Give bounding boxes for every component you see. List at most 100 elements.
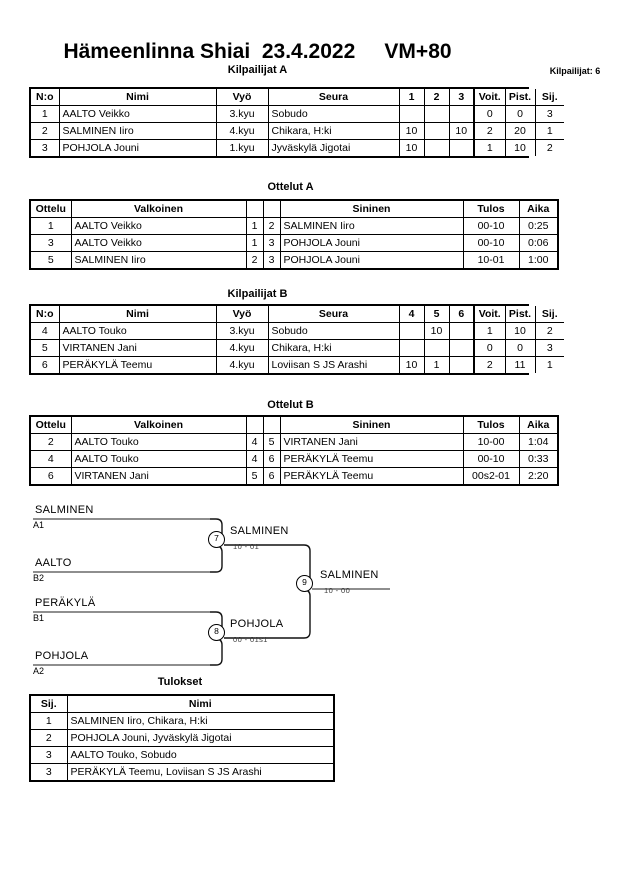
bracket-node-8-score: 00 - 01s1 <box>233 635 268 644</box>
col-vyo: Vyö <box>215 89 269 106</box>
bracket-entry-seed: B1 <box>33 613 45 623</box>
table-row: 3 PERÄKYLÄ Teemu, Loviisan S JS Arashi <box>31 763 333 780</box>
cell-ottelu: 1 <box>31 217 72 235</box>
cell-voit: 2 <box>473 356 506 373</box>
cell-tulos: 00s2-01 <box>462 467 520 484</box>
cell-nimi: SALMINEN Iiro, Chikara, H:ki <box>66 712 333 730</box>
cell-no: 5 <box>31 339 60 357</box>
cell-nimi: AALTO Touko, Sobudo <box>66 746 333 764</box>
cell-sij: 3 <box>534 105 564 123</box>
cell-m5: 10 <box>423 322 450 340</box>
table-header-row: N:o Nimi Vyö Seura 4 5 6 Voit. Pist. Sij… <box>31 306 564 323</box>
bracket-entry-seed: A2 <box>33 666 45 676</box>
bracket-lines <box>33 518 390 666</box>
cell-nimi: AALTO Touko <box>58 322 217 340</box>
matches-b-table: Ottelu Valkoinen Sininen Tulos Aika 2 AA… <box>29 415 559 486</box>
table-row: 2 AALTO Touko 4 5 VIRTANEN Jani 10-00 1:… <box>31 433 557 451</box>
col-ottelu: Ottelu <box>31 201 72 218</box>
cell-seura: Sobudo <box>267 322 400 340</box>
bracket-node-7-number: 7 <box>208 531 225 548</box>
cell-sij: 1 <box>534 122 564 140</box>
table-row: 3 AALTO Touko, Sobudo <box>31 746 333 764</box>
cell-valkoinen: SALMINEN Iiro <box>70 251 247 268</box>
cell-valkoinen: AALTO Touko <box>70 450 247 468</box>
cell-valkoinen: AALTO Veikko <box>70 217 247 235</box>
cell-blue-no: 6 <box>262 450 281 468</box>
cell-m3 <box>448 105 475 123</box>
cell-aika: 0:25 <box>518 217 557 235</box>
col-seura: Seura <box>267 306 400 323</box>
table-header-row: Ottelu Valkoinen Sininen Tulos Aika <box>31 417 557 434</box>
cell-blue-no: 5 <box>262 433 281 451</box>
cell-m6 <box>448 356 475 373</box>
cell-nimi: AALTO Veikko <box>58 105 217 123</box>
bracket-node-8-number: 8 <box>208 624 225 641</box>
bracket-node-9-winner: SALMINEN <box>320 569 379 581</box>
cell-seura: Chikara, H:ki <box>267 339 400 357</box>
col-sij: Sij. <box>534 306 564 323</box>
cell-sininen: SALMINEN Iiro <box>279 217 464 235</box>
entrants-count: Kilpailijat: 6 <box>549 66 601 76</box>
table-header-row: Sij. Nimi <box>31 696 333 713</box>
cell-m2 <box>423 105 450 123</box>
col-vyo: Vyö <box>215 306 269 323</box>
table-row: 3 POHJOLA Jouni 1.kyu Jyväskylä Jigotai … <box>31 139 564 156</box>
section-caption-matches-b: Ottelut B <box>267 399 314 411</box>
col-nimi: Nimi <box>58 89 217 106</box>
cell-tulos: 00-10 <box>462 450 520 468</box>
col-nimi: Nimi <box>66 696 333 713</box>
cell-sininen: PERÄKYLÄ Teemu <box>279 450 464 468</box>
cell-white-no: 1 <box>245 234 264 252</box>
cell-voit: 1 <box>473 139 506 156</box>
cell-m6 <box>448 322 475 340</box>
col-m4: 4 <box>398 306 425 323</box>
cell-blue-no: 2 <box>262 217 281 235</box>
cell-sij: 3 <box>31 746 68 764</box>
cell-m4 <box>398 322 425 340</box>
col-blue-no <box>262 201 281 218</box>
col-tulos: Tulos <box>462 201 520 218</box>
bracket-entry-name: PERÄKYLÄ <box>35 597 96 609</box>
cell-vyo: 4.kyu <box>215 339 269 357</box>
cell-nimi: SALMINEN Iiro <box>58 122 217 140</box>
cell-blue-no: 3 <box>262 251 281 268</box>
table-row: 2 SALMINEN Iiro 4.kyu Chikara, H:ki 10 1… <box>31 122 564 140</box>
cell-seura: Chikara, H:ki <box>267 122 400 140</box>
cell-m4 <box>398 339 425 357</box>
bracket-entry-name: AALTO <box>35 557 72 569</box>
cell-valkoinen: AALTO Veikko <box>70 234 247 252</box>
table-row: 5 SALMINEN Iiro 2 3 POHJOLA Jouni 10-01 … <box>31 251 557 268</box>
col-pist: Pist. <box>504 89 536 106</box>
table-row: 1 AALTO Veikko 3.kyu Sobudo 0 0 3 <box>31 105 564 123</box>
cell-sij: 2 <box>31 729 68 747</box>
col-m1: 1 <box>398 89 425 106</box>
cell-no: 4 <box>31 322 60 340</box>
col-white-no <box>245 417 264 434</box>
cell-ottelu: 3 <box>31 234 72 252</box>
table-row: 1 AALTO Veikko 1 2 SALMINEN Iiro 00-10 0… <box>31 217 557 235</box>
col-valkoinen: Valkoinen <box>70 417 247 434</box>
cell-aika: 2:20 <box>518 467 557 484</box>
cell-white-no: 2 <box>245 251 264 268</box>
cell-ottelu: 2 <box>31 433 72 451</box>
col-aika: Aika <box>518 201 557 218</box>
cell-m2 <box>423 139 450 156</box>
bracket-node-8-winner: POHJOLA <box>230 618 284 630</box>
cell-m5: 1 <box>423 356 450 373</box>
bracket-entry-name: SALMINEN <box>35 504 94 516</box>
cell-aika: 1:00 <box>518 251 557 268</box>
col-sij: Sij. <box>534 89 564 106</box>
col-sininen: Sininen <box>279 201 464 218</box>
results-table: Sij. Nimi 1 SALMINEN Iiro, Chikara, H:ki… <box>29 694 335 782</box>
pool-b-table: N:o Nimi Vyö Seura 4 5 6 Voit. Pist. Sij… <box>29 304 564 375</box>
cell-sij: 2 <box>534 322 564 340</box>
table-row: 6 VIRTANEN Jani 5 6 PERÄKYLÄ Teemu 00s2-… <box>31 467 557 484</box>
cell-ottelu: 4 <box>31 450 72 468</box>
col-valkoinen: Valkoinen <box>70 201 247 218</box>
bracket-node-9-score: 10 - 00 <box>324 586 351 595</box>
cell-pist: 20 <box>504 122 536 140</box>
col-voit: Voit. <box>473 89 506 106</box>
bracket-entry-name: POHJOLA <box>35 650 89 662</box>
cell-ottelu: 6 <box>31 467 72 484</box>
table-row: 4 AALTO Touko 4 6 PERÄKYLÄ Teemu 00-10 0… <box>31 450 557 468</box>
